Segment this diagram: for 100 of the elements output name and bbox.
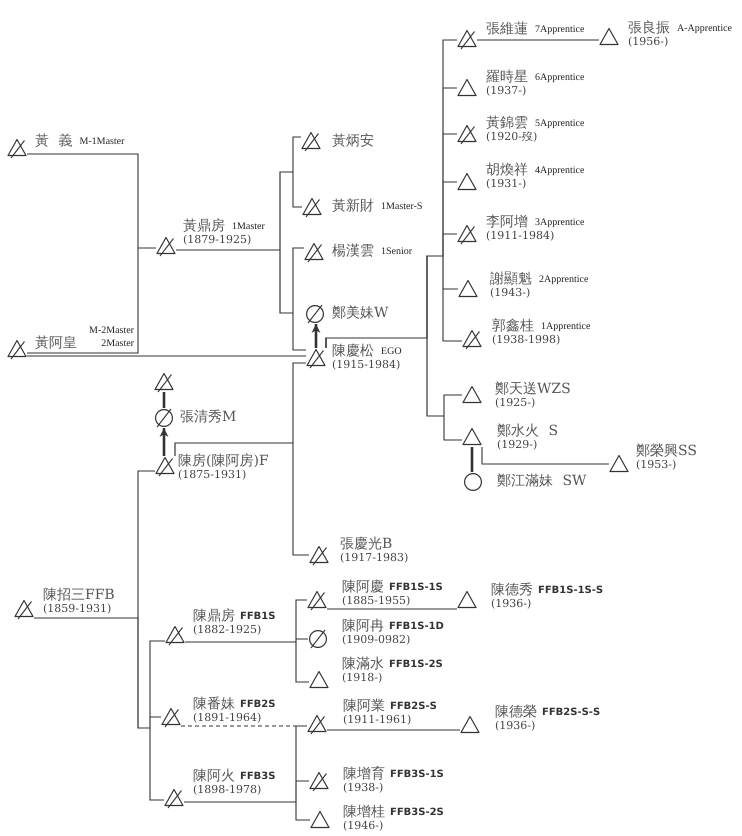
- person-name: 張清秀M: [180, 410, 236, 425]
- role-label: M-2Master: [88, 324, 134, 337]
- crossed-triangle-icon: [457, 224, 477, 244]
- crossed-triangle-icon: [164, 788, 184, 808]
- person-name: 陳房(陳阿房)F: [178, 454, 269, 469]
- person-name: 李阿增: [486, 215, 528, 230]
- person-name: 陳鼎房: [193, 609, 235, 624]
- kin-code: FFB3S: [240, 771, 276, 783]
- crossed-triangle-icon: [14, 599, 34, 619]
- person-name: 陳德榮: [495, 705, 537, 720]
- life-dates: (1956-): [628, 35, 668, 48]
- life-dates: (1917-1983): [340, 551, 408, 564]
- person-name: 張慶光B: [340, 537, 392, 552]
- role-label: 1Apprentice: [541, 321, 590, 332]
- life-dates: (1911-1984): [486, 229, 554, 242]
- person-name: 黃錦雲: [486, 116, 528, 131]
- crossed-circle-icon: [305, 304, 325, 324]
- person-name: 郭鑫桂: [492, 319, 534, 334]
- person-name: 鄭天送WZS: [495, 382, 571, 397]
- kinship-line: [477, 39, 599, 41]
- kin-code: FFB2S: [240, 699, 276, 711]
- person-name: 陳阿火: [193, 769, 235, 784]
- life-dates: (1911-1961): [343, 713, 412, 726]
- kinship-line: [176, 249, 306, 351]
- life-dates: (1938-): [343, 781, 384, 794]
- person-name: 陳番妹: [193, 697, 235, 712]
- person-name: 黃 義: [35, 134, 72, 149]
- life-dates: (1859-1931): [43, 602, 112, 615]
- kinship-line: [327, 729, 460, 731]
- life-dates: (1875-1931): [178, 468, 246, 481]
- life-dates: (1929-): [497, 438, 538, 451]
- circle-icon: [463, 472, 483, 492]
- kin-code: FFB1S: [240, 611, 276, 623]
- life-dates: (1918-): [342, 671, 382, 684]
- life-dates: (1920-歿): [486, 130, 538, 143]
- crossed-triangle-icon: [309, 545, 329, 565]
- kin-code: FFB1S-1S-S: [538, 585, 604, 597]
- kinship-line: [481, 447, 609, 465]
- person-name: 羅時星: [486, 70, 528, 85]
- kinship-line: [184, 801, 310, 821]
- role-label: M-1Master: [79, 136, 124, 147]
- person-name: 陳阿冉: [342, 619, 384, 634]
- life-dates: (1925-): [495, 396, 536, 409]
- life-dates: (1946-): [343, 819, 384, 832]
- triangle-icon: [310, 810, 330, 830]
- person-name: 黃鼎房: [183, 219, 225, 234]
- person-name: 黃阿皇: [35, 336, 77, 351]
- person-name: 張良振: [628, 21, 670, 36]
- role-label: 7Apprentice: [535, 24, 584, 35]
- role-label: 4Apprentice: [535, 165, 584, 176]
- role-label: 1Master-S: [381, 201, 422, 212]
- crossed-triangle-icon: [7, 138, 27, 158]
- crossed-triangle-icon: [457, 124, 477, 144]
- life-dates: (1879-1925): [183, 233, 252, 246]
- crossed-triangle-icon: [306, 348, 326, 368]
- person-name: 張維蓮: [486, 22, 528, 37]
- life-dates: (1953-): [636, 458, 676, 471]
- person-name: 鄭榮興SS: [636, 444, 697, 459]
- person-name: 陳增育: [343, 767, 385, 782]
- triangle-icon: [462, 427, 482, 447]
- person-name: 黃新財: [332, 199, 374, 214]
- crossed-triangle-icon: [7, 339, 27, 359]
- triangle-icon: [599, 27, 619, 47]
- marriage-arrow: [312, 324, 320, 348]
- person-name: 陳德秀: [491, 583, 533, 598]
- kinship-line: [34, 617, 164, 801]
- kin-code: FFB3S-1S: [390, 769, 444, 781]
- marriage-line: [470, 447, 474, 472]
- person-name: 陳招三FFB: [43, 588, 115, 603]
- life-dates: (1898-1978): [193, 783, 262, 796]
- triangle-icon: [457, 78, 477, 98]
- crossed-triangle-icon: [307, 714, 327, 734]
- triangle-icon: [309, 670, 329, 690]
- life-dates: (1891-1964): [193, 711, 262, 724]
- triangle-icon: [458, 279, 478, 299]
- kin-code: FFB2S-S-S: [542, 707, 600, 719]
- crossed-triangle-icon: [165, 625, 185, 645]
- kinship-line: [327, 608, 457, 610]
- triangle-icon: [462, 385, 482, 405]
- role-label: 2Apprentice: [539, 274, 588, 285]
- crossed-circle-icon: [308, 629, 328, 649]
- crossed-triangle-icon: [161, 707, 181, 727]
- role-label: EGO: [381, 346, 402, 357]
- triangle-icon: [460, 715, 480, 735]
- role-label: 6Apprentice: [535, 72, 584, 83]
- person-name: 謝顯魁: [490, 272, 532, 287]
- person-name: 鄭水火 S: [497, 424, 558, 439]
- crossed-triangle-icon: [457, 29, 477, 49]
- life-dates: (1937-): [486, 84, 526, 97]
- role-label: 1Senior: [381, 246, 412, 257]
- kinship-line: [27, 247, 156, 354]
- kinship-line: [325, 337, 462, 441]
- person-name: 陳滿水: [342, 657, 384, 672]
- kin-code: FFB1S-1D: [389, 621, 444, 633]
- life-dates: (1938-1998): [492, 333, 560, 346]
- life-dates: (1936-): [495, 719, 536, 732]
- person-name: 胡煥祥: [486, 163, 528, 178]
- person-name: 黃炳安: [332, 134, 374, 149]
- person-name: 陳阿業: [343, 699, 385, 714]
- crossed-triangle-icon: [462, 329, 482, 349]
